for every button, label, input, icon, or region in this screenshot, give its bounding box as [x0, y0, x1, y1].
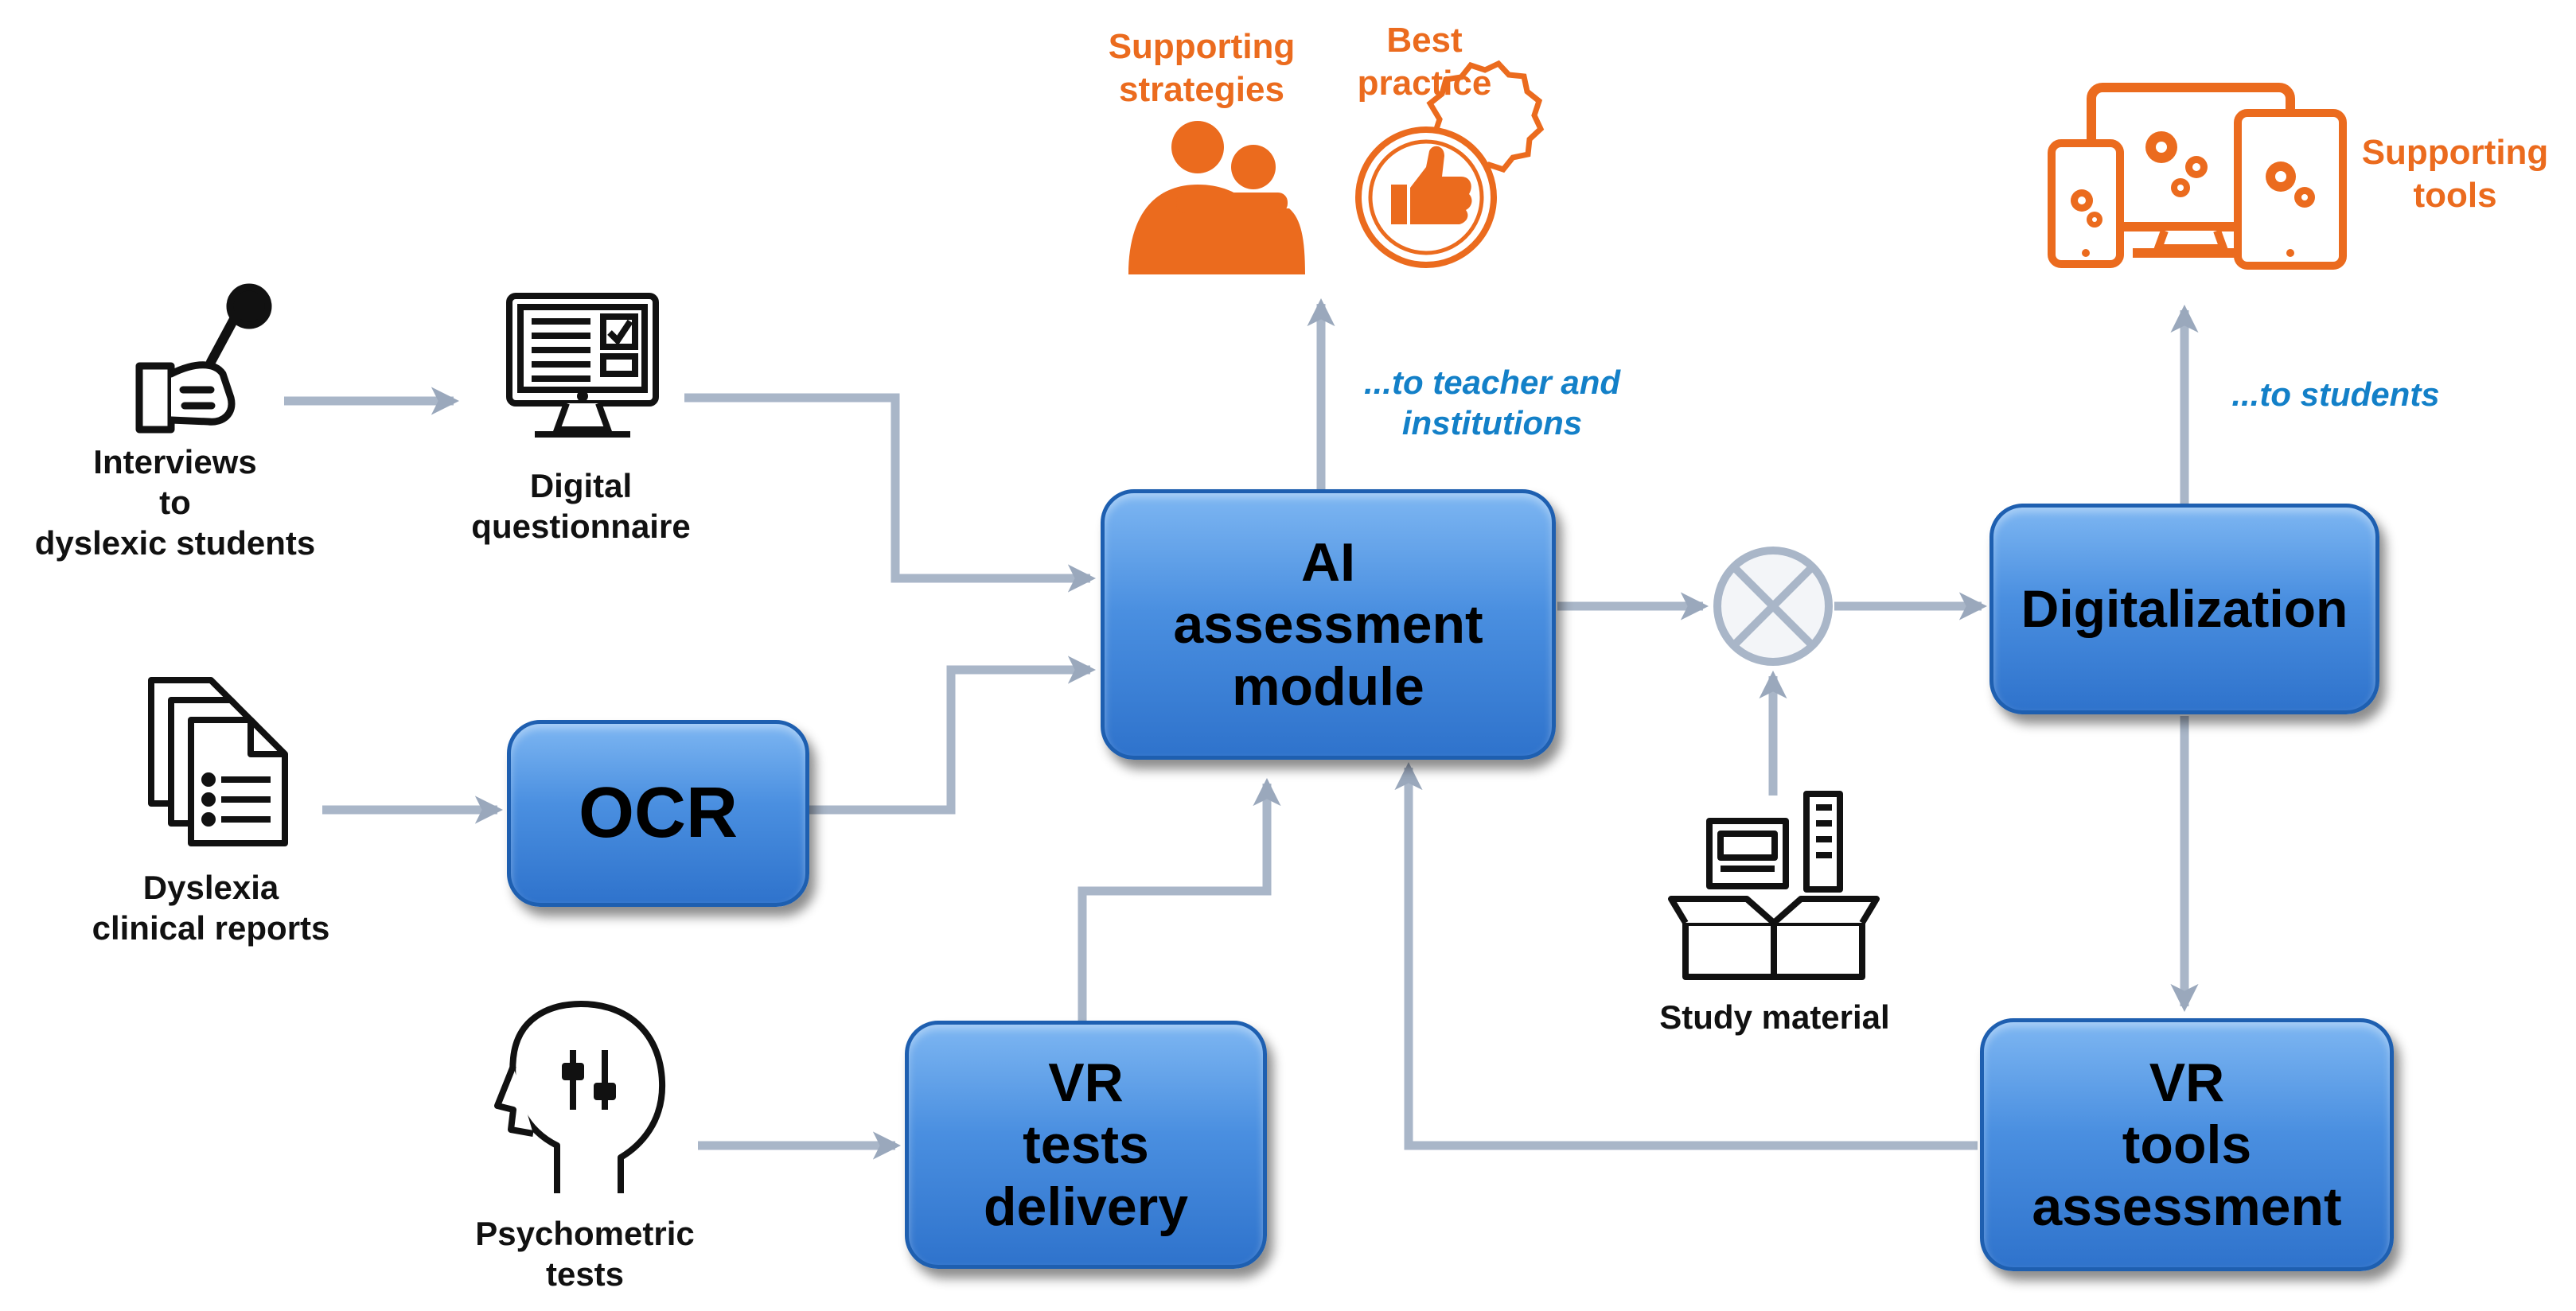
vr-tools-assessment-box: VR tools assessment — [1980, 1018, 2394, 1271]
microphone-hand-icon — [135, 283, 272, 434]
box-books-icon — [1668, 791, 1880, 980]
supporting-tools-label: Supporting tools — [2361, 133, 2549, 215]
psychometric-label: Psychometric tests — [475, 1215, 695, 1293]
combiner-icon — [1713, 547, 1833, 666]
questionnaire-label: Digital questionnaire — [471, 467, 691, 546]
study-material-label: Study material — [1659, 998, 1890, 1036]
thumbs-up-badge-icon — [1355, 60, 1545, 268]
head-sliders-icon — [494, 1001, 666, 1193]
best-practice-label: Best practice — [1357, 21, 1492, 103]
vr-tests-delivery-box: VR tests delivery — [905, 1021, 1267, 1269]
ocr-box: OCR — [507, 720, 809, 907]
to-teacher-label: ...to teacher and institutions — [1363, 364, 1621, 442]
supporting-strategies-label: Supporting strategies — [1108, 27, 1296, 109]
computer-form-icon — [506, 293, 659, 438]
people-support-icon — [1128, 121, 1305, 274]
arrow-vrtests-to-ai — [1078, 777, 1281, 1021]
arrow-ocr-to-ai — [808, 656, 1097, 815]
to-students-label: ...to students — [2231, 375, 2440, 413]
clinical-reports-label: Dyslexia clinical reports — [92, 869, 330, 947]
digitalization-box: Digitalization — [1989, 504, 2379, 714]
ai-assessment-module-box: AI assessment module — [1101, 489, 1556, 760]
arrow-questionnaire-to-ai — [684, 393, 1097, 593]
documents-stack-icon — [148, 677, 288, 846]
devices-gears-icon — [2048, 83, 2347, 270]
interviews-label: Interviews to dyslexic students — [34, 443, 316, 562]
arrow-vrtools-to-ai — [1394, 761, 1978, 1150]
